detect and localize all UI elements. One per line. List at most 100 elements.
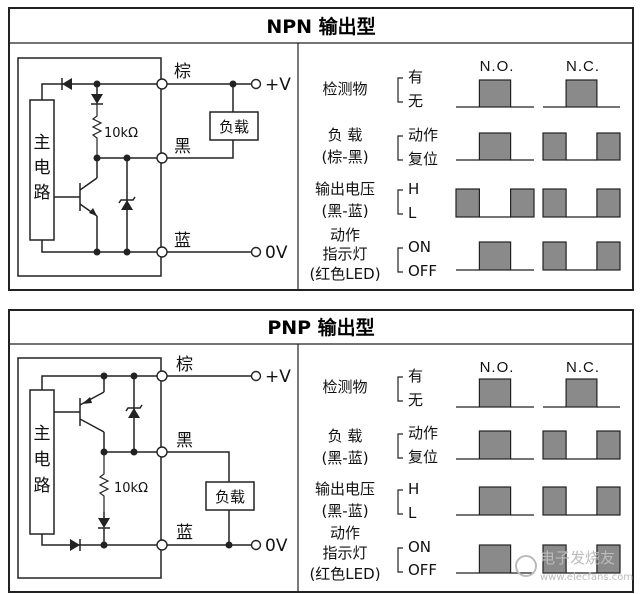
pnp-zener-icon xyxy=(128,408,140,418)
pnp-row4-no-wave-high xyxy=(478,544,512,574)
pnp-black-label: 黑 xyxy=(176,431,193,451)
npn-row3-nc-wave-high-2 xyxy=(596,188,621,218)
npn-row4-label3: (红色LED) xyxy=(309,265,380,283)
pnp-circuit: 主 电 路 10kΩ xyxy=(17,355,291,579)
npn-col-no: N.O. xyxy=(480,58,515,75)
npn-frame xyxy=(8,7,634,291)
npn-row2-state2: 复位 xyxy=(408,150,438,168)
npn-row1-state2: 无 xyxy=(408,92,423,110)
npn-row3-label2: (黑-蓝) xyxy=(321,202,368,220)
watermark: 电子发烧友 www.elecfans.com xyxy=(515,549,633,583)
pnp-row3-label1: 输出电压 xyxy=(315,480,375,498)
npn-row3-label1: 输出电压 xyxy=(315,180,375,198)
npn-circuit: 主 电 路 10kΩ xyxy=(17,57,291,277)
npn-row4-no-wave-high xyxy=(478,241,512,271)
npn-main-circuit-char-3: 路 xyxy=(34,183,51,203)
npn-row4-nc-wave-high-1 xyxy=(542,241,567,271)
pnp-timing-table: N.O. N.C. 检测物 有 无 负 载 (黑-蓝) 动作 复位 输出电压 (… xyxy=(309,359,621,583)
npn-row4-nc-wave-high-2 xyxy=(596,241,621,271)
pnp-row2-state1: 动作 xyxy=(408,424,438,442)
npn-led-icon xyxy=(91,94,103,104)
pnp-bottom-rail xyxy=(41,534,162,546)
pnp-vplus-terminal xyxy=(250,370,262,382)
pnp-row3-label2: (黑-蓝) xyxy=(321,502,368,520)
npn-sensor-box xyxy=(17,57,162,277)
npn-row3-state2: L xyxy=(408,204,417,222)
pnp-row1-no-wave-high xyxy=(478,378,512,408)
npn-row2-label2: (棕-黑) xyxy=(321,148,368,166)
npn-brown-label: 棕 xyxy=(174,62,191,82)
npn-vplus-label: +V xyxy=(265,75,291,95)
pnp-0v-terminal xyxy=(250,539,262,551)
npn-row4-nc-wave xyxy=(542,241,621,271)
npn-rail-diode-icon xyxy=(62,78,72,90)
npn-load-label: 负载 xyxy=(219,118,249,136)
pnp-row2-state2: 复位 xyxy=(408,448,438,466)
npn-row1-no-wave xyxy=(456,79,534,108)
pnp-row4-label3: (红色LED) xyxy=(309,565,380,583)
pnp-row4-state1: ON xyxy=(408,538,431,556)
npn-timing-table: N.O. N.C. 检测物 有 无 负 载 (棕-黑) 动作 复位 输出电压 (… xyxy=(309,58,621,283)
pnp-waveforms xyxy=(456,378,621,574)
npn-blue-terminal xyxy=(156,246,168,258)
pnp-row1-no-wave xyxy=(456,378,534,408)
pnp-row4-state2: OFF xyxy=(408,561,437,579)
pnp-row3-state1: H xyxy=(408,480,419,498)
pnp-load-box xyxy=(205,481,255,511)
npn-0v-terminal xyxy=(250,246,262,258)
npn-waveforms xyxy=(455,79,621,271)
npn-row2-no-wave xyxy=(456,132,534,161)
npn-title: NPN 输出型 xyxy=(266,15,375,38)
pnp-resistor-label: 10kΩ xyxy=(114,481,148,496)
pnp-rail-diode-icon xyxy=(70,539,80,551)
npn-resistor-icon xyxy=(91,104,103,158)
npn-bottom-rail xyxy=(41,240,162,253)
npn-row3-no-wave xyxy=(455,188,535,218)
npn-row3-no-wave-high-1 xyxy=(455,188,480,218)
watermark-text-1: 电子发烧友 xyxy=(540,549,615,567)
pnp-row2-no-wave-high xyxy=(478,430,512,460)
npn-brown-terminal xyxy=(156,78,168,90)
npn-vplus-terminal xyxy=(250,78,262,90)
pnp-col-nc: N.C. xyxy=(566,359,600,376)
pnp-led-icon xyxy=(98,518,110,528)
pnp-col-no: N.O. xyxy=(480,359,515,376)
npn-zener-icon xyxy=(121,200,133,210)
pnp-black-terminal xyxy=(156,446,168,458)
npn-blue-label: 蓝 xyxy=(174,231,191,251)
pnp-row2-no-wave xyxy=(456,430,534,460)
npn-resistor-label: 10kΩ xyxy=(104,126,138,141)
npn-row4-state2: OFF xyxy=(408,262,437,280)
npn-0v-label: 0V xyxy=(265,243,288,263)
pnp-row1-label: 检测物 xyxy=(322,378,367,396)
npn-row1-no-wave-high xyxy=(478,79,512,108)
npn-row2-nc-wave-high-2 xyxy=(596,132,621,161)
npn-row2-label1: 负 载 xyxy=(328,126,363,144)
npn-row2-nc-wave xyxy=(542,132,621,161)
pnp-main-circuit-char-1: 主 xyxy=(34,424,51,444)
npn-row3-nc-wave-high-1 xyxy=(542,188,567,218)
pnp-resistor-icon xyxy=(98,452,110,512)
npn-black-terminal xyxy=(156,152,168,164)
npn-row2-nc-wave-high-1 xyxy=(542,132,567,161)
pnp-frame xyxy=(8,309,634,593)
pnp-row3-state2: L xyxy=(408,504,417,522)
pnp-main-circuit-char-3: 路 xyxy=(34,476,51,496)
pnp-row1-nc-wave-high xyxy=(565,378,598,408)
pnp-row3-no-wave xyxy=(456,486,534,516)
npn-row2-state1: 动作 xyxy=(408,126,438,144)
pnp-row4-label1: 动作 xyxy=(330,524,360,542)
npn-row4-label2: 指示灯 xyxy=(322,245,367,263)
pnp-row4-nc-wave-high-2 xyxy=(596,544,621,574)
pnp-row4-nc-wave xyxy=(542,544,621,574)
npn-black-label: 黑 xyxy=(174,137,191,157)
watermark-logo-icon xyxy=(515,555,537,577)
pnp-blue-label: 蓝 xyxy=(176,523,193,543)
npn-row3-nc-wave xyxy=(542,188,621,218)
pnp-row4-label2: 指示灯 xyxy=(322,544,367,562)
npn-row4-state1: ON xyxy=(408,238,431,256)
npn-row4-no-wave xyxy=(456,241,534,271)
npn-top-rail xyxy=(41,83,162,100)
pnp-title: PNP 输出型 xyxy=(267,316,374,339)
pnp-sensor-box xyxy=(17,357,162,579)
